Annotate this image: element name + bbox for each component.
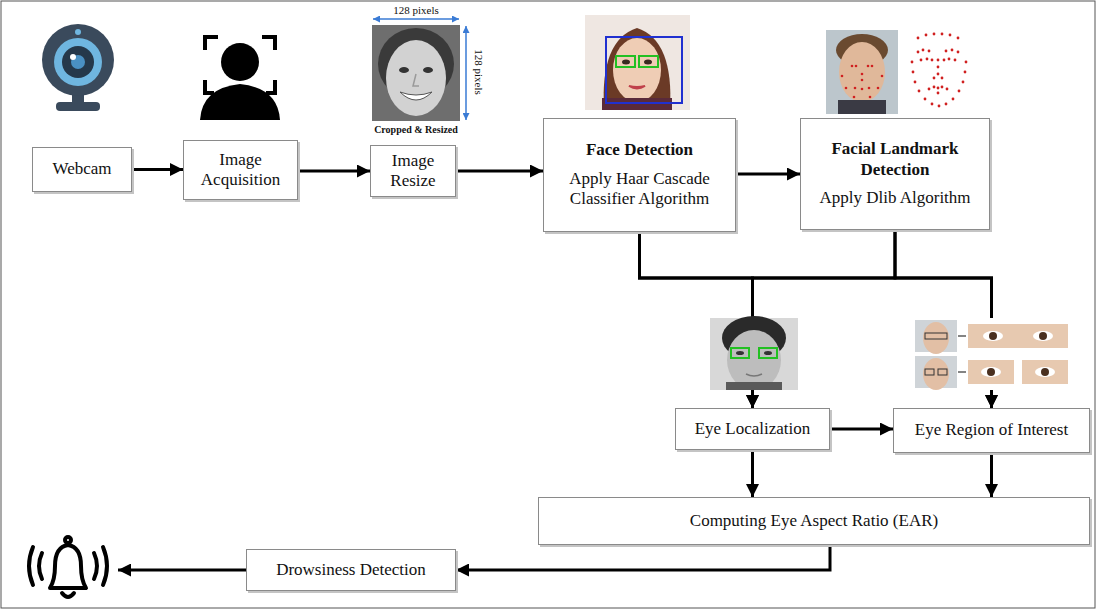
flow-arrow [640,232,992,408]
process-box: Computing Eye Aspect Ratio (EAR) [538,497,1090,545]
node-text: Image Acquisition [190,150,291,191]
process-box: Image Acquisition [183,140,298,200]
flow-arrow [298,170,370,173]
flow-arrow [736,173,800,176]
node-text: Image Resize [377,151,449,192]
process-box: Image Resize [370,145,456,197]
alarm-arrow [118,569,246,572]
dimension-arrows [373,19,466,120]
eye-localization-photo [710,316,798,390]
dimension-label: 128 pixels [473,42,485,102]
node-text: Eye Localization [695,419,811,439]
person-icon [200,37,280,120]
process-box: Eye Region of Interest [893,408,1090,453]
flow-arrow [456,545,830,570]
cropped-face-photo [372,25,460,121]
caption-label: Cropped & Resized [366,124,466,135]
alarm-bell-icon [29,537,107,597]
node-text: Apply Dlib Algorithm [819,188,970,208]
node-heading: Face Detection [586,140,693,160]
input-box: Webcam [32,147,132,192]
flow-arrow [990,453,993,497]
process-box: Face DetectionApply Haar Cascade Classif… [543,118,736,232]
flow-arrow [132,168,183,171]
node-text: Drowsiness Detection [276,560,426,580]
output-box: Drowsiness Detection [246,549,456,591]
process-box: Facial Landmark DetectionApply Dlib Algo… [800,118,990,230]
face-detection-photo [585,15,690,110]
node-text: Apply Haar Cascade Classifier Algorithm [550,169,729,210]
node-heading: Facial Landmark Detection [807,139,983,180]
node-text: Webcam [52,159,111,179]
flow-arrow [830,428,893,431]
landmark-photo [826,30,975,114]
node-text: Eye Region of Interest [915,420,1068,440]
eye-roi-photo [913,318,1073,390]
node-text: Computing Eye Aspect Ratio (EAR) [690,511,938,531]
flow-arrow [751,450,754,497]
dimension-label: 128 pixels [386,4,446,16]
process-box: Eye Localization [675,408,830,450]
webcam-icon [42,24,114,111]
flow-arrow [456,170,543,173]
